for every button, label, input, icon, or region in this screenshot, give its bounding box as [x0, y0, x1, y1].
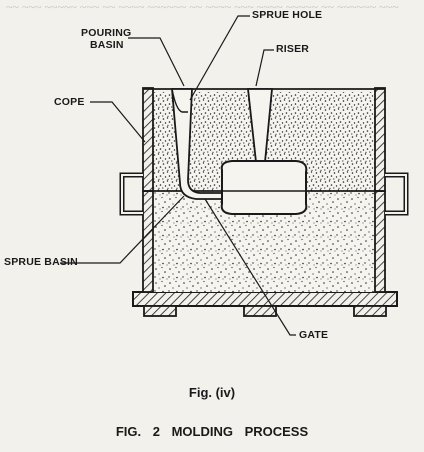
- drag-wall-left: [142, 190, 154, 293]
- handle-right: [385, 172, 409, 216]
- leader-gate: [204, 198, 296, 336]
- label-pouring-basin-line1: POURING: [81, 27, 132, 39]
- leader-cope: [90, 101, 146, 143]
- cope-wall-right: [374, 87, 386, 192]
- label-riser: RISER: [276, 43, 310, 55]
- label-gate: GATE: [299, 329, 329, 341]
- mold-cavity: [220, 160, 308, 215]
- bottom-board-foot-mid: [243, 305, 277, 317]
- handle-left: [119, 172, 143, 216]
- bleed-through-text-top: ~~ ~~~ ~~~~~ ~~~ ~~ ~~~~ ~~~~~~ ~~ ~~~~ …: [0, 2, 399, 14]
- leader-pouring-basin: [128, 37, 185, 87]
- pouring-basin: [171, 88, 188, 113]
- label-sprue-basin: SPRUE BASIN: [4, 256, 78, 268]
- bottom-board-foot-left: [143, 305, 177, 317]
- bottom-board-foot-right: [353, 305, 387, 317]
- label-pouring-basin-line2: BASIN: [90, 39, 124, 51]
- drag-wall-right: [374, 190, 386, 293]
- label-cope: COPE: [54, 96, 85, 108]
- leader-sprue-basin: [60, 195, 185, 264]
- leader-sprue-hole: [189, 15, 250, 101]
- cope-wall-left: [142, 87, 154, 192]
- label-sprue-hole: SPRUE HOLE: [252, 9, 323, 21]
- leader-riser: [255, 49, 274, 87]
- figure-number: Fig. (iv): [188, 385, 236, 400]
- figure-title: FIG. 2 MOLDING PROCESS: [115, 424, 309, 439]
